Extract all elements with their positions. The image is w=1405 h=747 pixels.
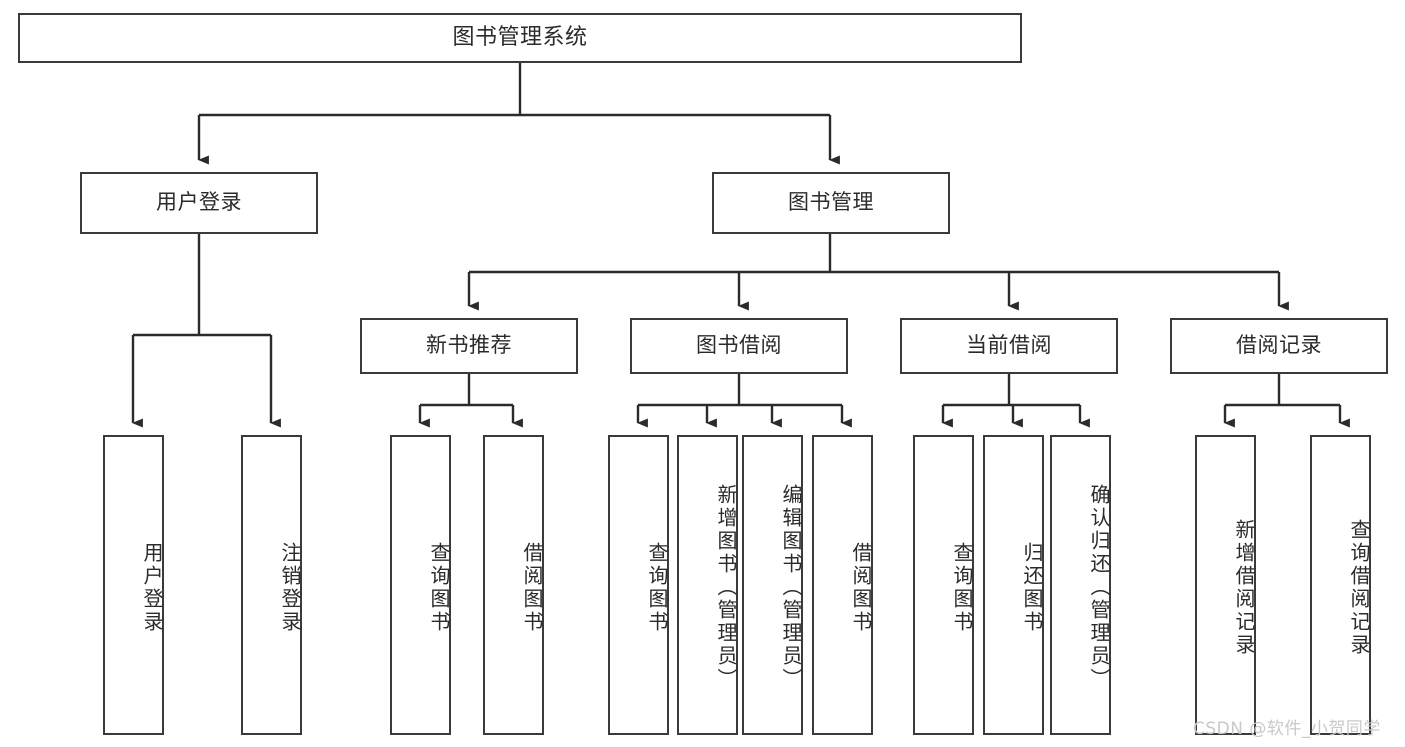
- leaf-query-book-borrow[interactable]: 查询图书: [608, 435, 669, 735]
- leaf-confirm-return-admin[interactable]: 确认归还（管理员）: [1050, 435, 1111, 735]
- edge-root-to-level2: [197, 63, 840, 165]
- node-borrow-record[interactable]: 借阅记录: [1170, 318, 1388, 374]
- leaf-return-book[interactable]: 归还图书: [983, 435, 1044, 735]
- edge-book-manage-to-level3: [467, 234, 1289, 311]
- leaf-logout[interactable]: 注销登录: [241, 435, 302, 735]
- csdn-watermark: CSDN @软件_小贺同学: [1193, 719, 1381, 739]
- leaf-query-book-current[interactable]: 查询图书: [913, 435, 974, 735]
- edge-user-login-to-leaves: [131, 234, 281, 428]
- node-user-login[interactable]: 用户登录: [80, 172, 318, 234]
- edge-borrow-record-to-leaves: [1223, 374, 1350, 428]
- node-new-book-recommend[interactable]: 新书推荐: [360, 318, 578, 374]
- node-root[interactable]: 图书管理系统: [18, 13, 1022, 63]
- edge-current-borrow-to-leaves: [941, 374, 1090, 428]
- edge-book-borrow-to-leaves: [636, 374, 852, 428]
- node-book-management[interactable]: 图书管理: [712, 172, 950, 234]
- node-current-borrow[interactable]: 当前借阅: [900, 318, 1118, 374]
- leaf-user-login[interactable]: 用户登录: [103, 435, 164, 735]
- leaf-edit-book-admin[interactable]: 编辑图书（管理员）: [742, 435, 803, 735]
- leaf-add-book-admin[interactable]: 新增图书（管理员）: [677, 435, 738, 735]
- edge-new-book-rec-to-leaves: [418, 374, 523, 428]
- leaf-borrow-book[interactable]: 借阅图书: [812, 435, 873, 735]
- leaf-add-borrow-record[interactable]: 新增借阅记录: [1195, 435, 1256, 735]
- leaf-query-book-rec[interactable]: 查询图书: [390, 435, 451, 735]
- leaf-query-borrow-record[interactable]: 查询借阅记录: [1310, 435, 1371, 735]
- leaf-borrow-book-rec[interactable]: 借阅图书: [483, 435, 544, 735]
- node-book-borrow[interactable]: 图书借阅: [630, 318, 848, 374]
